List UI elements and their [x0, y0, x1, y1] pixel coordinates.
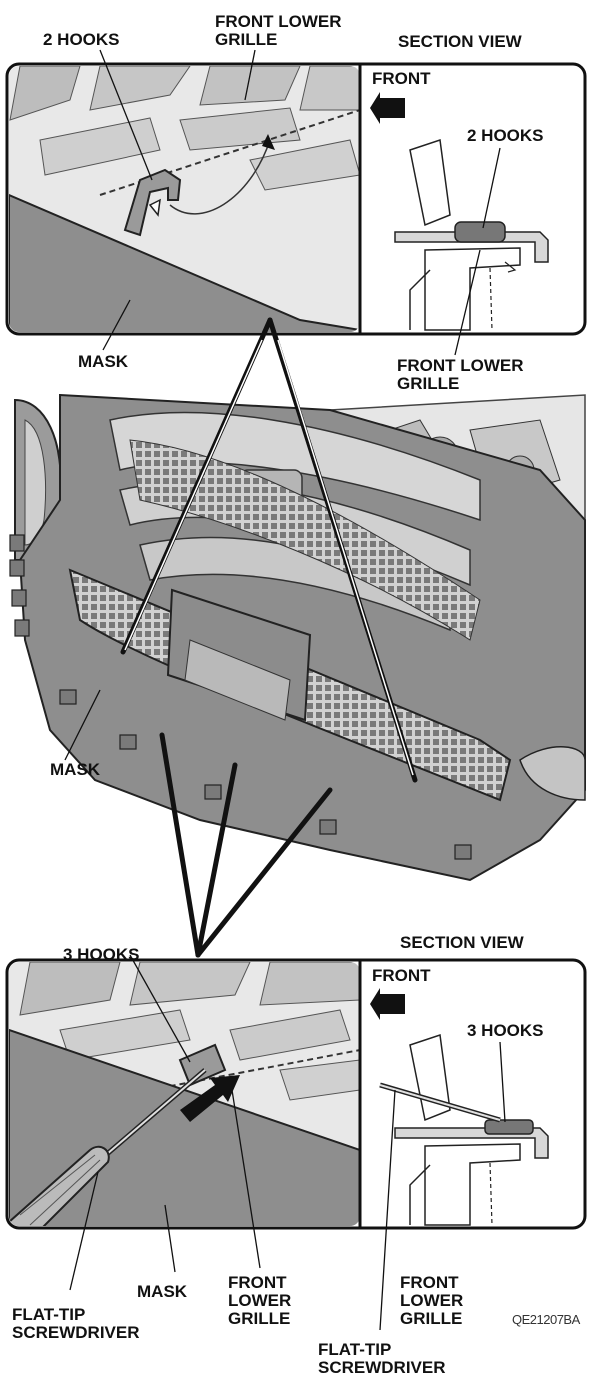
top-mask-label: MASK	[78, 352, 129, 371]
figure-code: QE21207BA	[512, 1312, 580, 1327]
top-section-grille-line2: GRILLE	[397, 374, 460, 393]
bottom-screwdriver-line2: SCREWDRIVER	[12, 1323, 140, 1342]
front-arrow-icon-bottom	[370, 988, 405, 1020]
bottom-front-label: FRONT	[372, 966, 431, 985]
front-arrow-icon	[370, 92, 405, 124]
top-front-label: FRONT	[372, 69, 431, 88]
top-section-view-title: SECTION VIEW	[398, 32, 522, 51]
screwdriver-icon	[9, 1068, 207, 1226]
bottom-section-grille-line3: GRILLE	[400, 1309, 463, 1328]
bottom-closeup-illustration	[9, 962, 360, 1226]
top-grille-label-line2: GRILLE	[215, 30, 278, 49]
middle-mask-label: MASK	[50, 760, 101, 779]
top-section-hooks-label: 2 HOOKS	[467, 126, 544, 145]
bottom-section-grille-line2: LOWER	[400, 1291, 464, 1310]
callout-inner-lines	[124, 339, 414, 776]
push-arrow-icon	[180, 1075, 240, 1122]
bottom-grille-line2: LOWER	[228, 1291, 292, 1310]
bottom-mask-label: MASK	[137, 1282, 188, 1301]
bottom-section-screwdriver-line2: SCREWDRIVER	[318, 1358, 446, 1377]
bottom-section-view-title: SECTION VIEW	[400, 933, 524, 952]
top-section-view-drawing	[370, 92, 549, 331]
vehicle-front-illustration	[9, 393, 586, 882]
top-closeup-illustration	[9, 66, 360, 332]
top-hooks-label: 2 HOOKS	[43, 30, 120, 49]
bottom-section-view-drawing	[370, 988, 549, 1226]
top-grille-label-line1: FRONT LOWER	[215, 12, 342, 31]
top-section-grille-line1: FRONT LOWER	[397, 356, 524, 375]
top-detail-panel	[5, 62, 587, 336]
bottom-grille-line3: GRILLE	[228, 1309, 291, 1328]
bottom-section-hooks-label: 3 HOOKS	[467, 1021, 544, 1040]
bottom-screwdriver-line1: FLAT-TIP	[12, 1305, 86, 1324]
bottom-grille-line1: FRONT	[228, 1273, 287, 1292]
bottom-leader-lines	[69, 954, 506, 1331]
bottom-section-grille-line1: FRONT	[400, 1273, 459, 1292]
middle-mask-leader	[64, 689, 101, 761]
bottom-hooks-label: 3 HOOKS	[63, 945, 140, 964]
bottom-section-screwdriver-line1: FLAT-TIP	[318, 1340, 392, 1359]
bottom-detail-panel	[5, 958, 587, 1230]
top-leader-lines	[99, 49, 501, 356]
